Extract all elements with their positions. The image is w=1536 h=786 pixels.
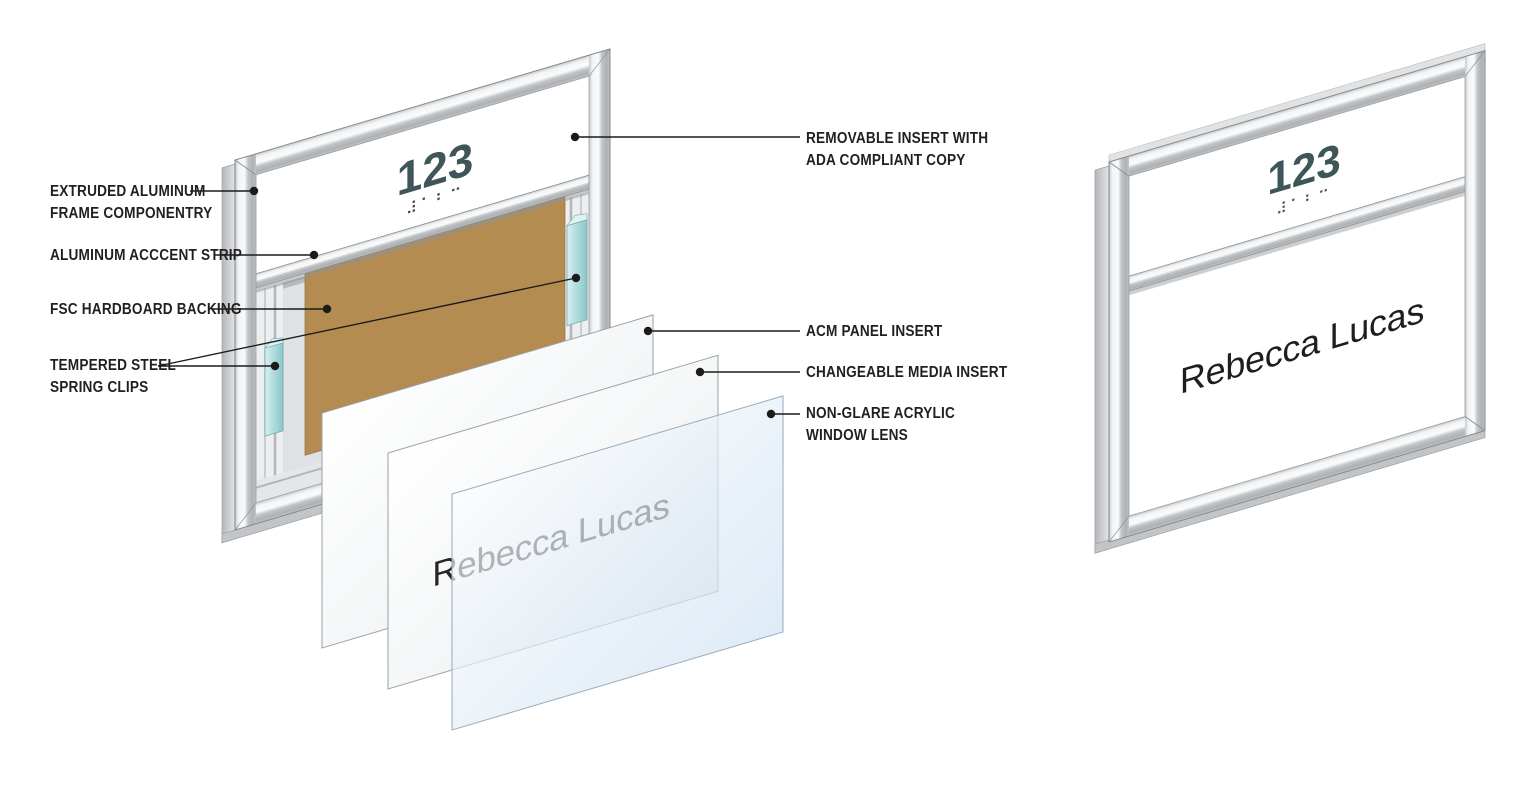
exploded-frame: 123 ⠼⠁⠃⠉: [221, 48, 611, 544]
label-changeable-media-insert: CHANGEABLE MEDIA INSERT: [806, 364, 1008, 381]
assembled-frame-rails: [1108, 49, 1486, 543]
assembled-sign: 123 ⠼⠁⠃⠉ Rebecca Lucas: [1094, 43, 1486, 554]
label-acm-panel-insert: ACM PANEL INSERT: [806, 323, 943, 340]
label-non-glare-acrylic-lens: NON-GLARE ACRYLIC WINDOW LENS: [806, 405, 955, 444]
leader-lines: [157, 132, 800, 419]
label-aluminum-accent-strip: ALUMINUM ACCCENT STRIP: [50, 247, 243, 264]
label-extruded-aluminum-frame: EXTRUDED ALUMINUM FRAME COMPONENTRY: [50, 183, 213, 222]
assembled-header-insert: [1129, 76, 1465, 277]
label-removable-ada-insert: REMOVABLE INSERT WITH ADA COMPLIANT COPY: [806, 130, 989, 169]
spring-clip-left: [264, 337, 284, 437]
acrylic-window-lens: [451, 395, 784, 731]
label-fsc-hardboard-backing: FSC HARDBOARD BACKING: [50, 301, 242, 318]
spring-clip-right: [566, 213, 588, 327]
label-tempered-steel-spring-clips: TEMPERED STEEL SPRING CLIPS: [50, 357, 177, 396]
